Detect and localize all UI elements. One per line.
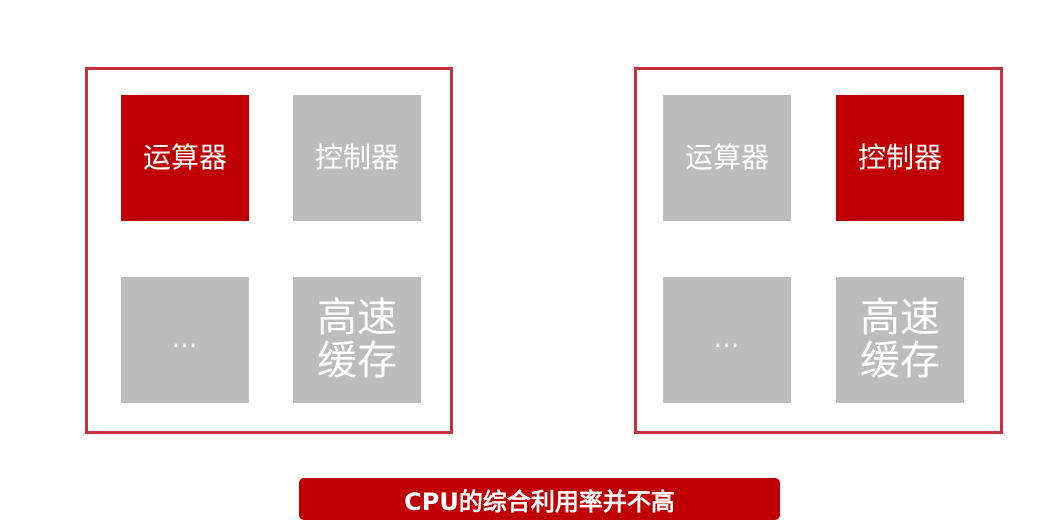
right-control-unit-label: 控制器	[857, 140, 942, 174]
caption-banner: CPU的综合利用率并不高	[299, 478, 780, 520]
left-cache-block: 高速 缓存	[293, 277, 421, 403]
caption-text: CPU的综合利用率并不高	[404, 487, 675, 516]
right-cache-label: 高速 缓存	[860, 294, 940, 384]
right-alu-block: 运算器	[663, 95, 791, 221]
left-other-label: …	[171, 324, 199, 355]
right-control-unit-block: 控制器	[836, 95, 964, 221]
left-alu-label: 运算器	[142, 140, 227, 174]
left-control-unit-label: 控制器	[314, 140, 399, 174]
right-other-block: …	[663, 277, 791, 403]
left-other-block: …	[121, 277, 249, 403]
left-control-unit-block: 控制器	[293, 95, 421, 221]
right-other-label: …	[713, 324, 741, 355]
right-cache-block: 高速 缓存	[836, 277, 964, 403]
right-alu-label: 运算器	[684, 140, 769, 174]
left-alu-block: 运算器	[121, 95, 249, 221]
left-cache-label: 高速 缓存	[317, 294, 397, 384]
